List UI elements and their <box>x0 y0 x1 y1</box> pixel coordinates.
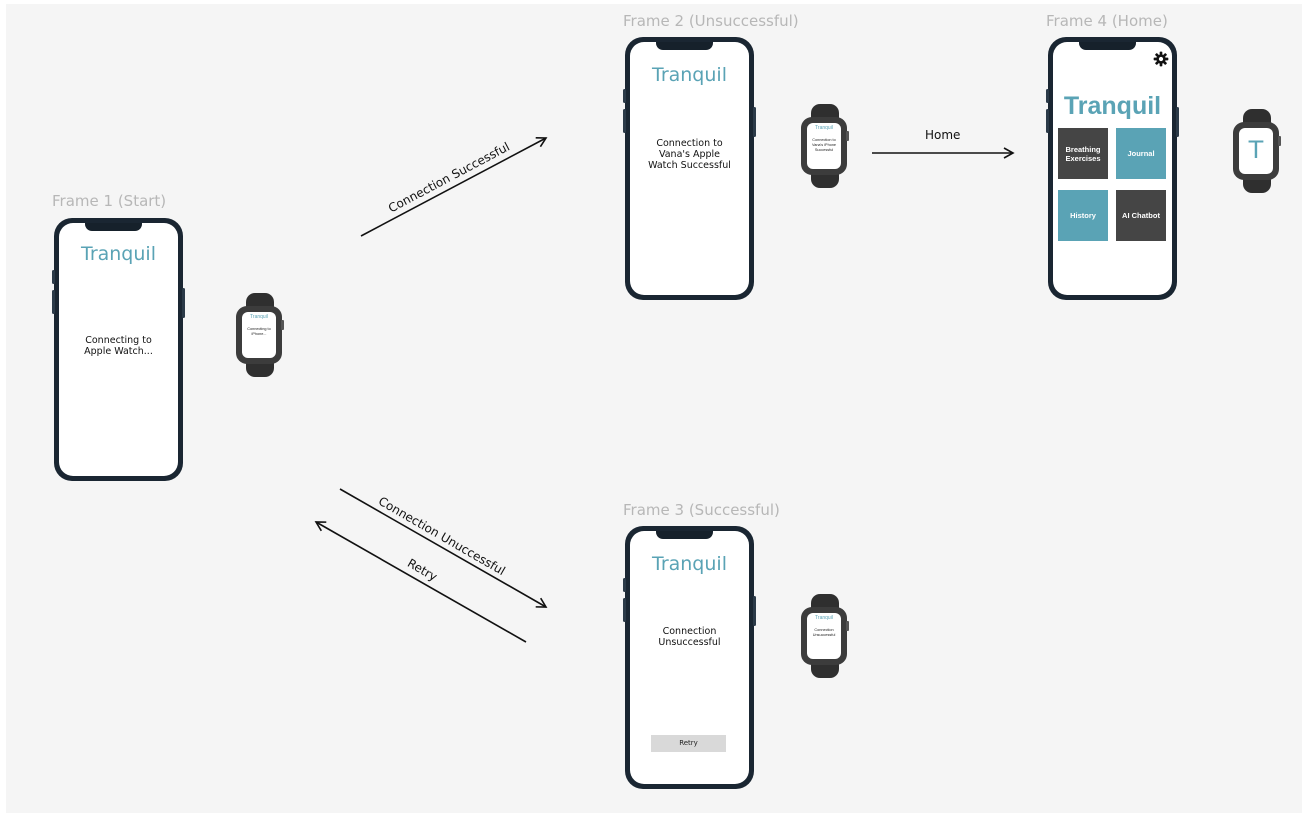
phone-notch <box>1079 42 1136 50</box>
frame-1-phone: Tranquil Connecting to Apple Watch... <box>52 218 185 481</box>
frame-2-watch: Tranquil Connection to Vana's iPhone Suc… <box>801 104 849 188</box>
frame-2-label: Frame 2 (Unsuccessful) <box>623 12 799 30</box>
phone-side-button <box>753 107 756 137</box>
phone-side-button <box>1046 109 1049 133</box>
watch-screen: Tranquil Connection Unsuccessful <box>807 613 841 659</box>
frame-2-phone: Tranquil Connection to Vana's Apple Watc… <box>623 37 756 300</box>
phone-side-button <box>623 598 626 622</box>
watch-status-text: Connection Unsuccessful <box>812 628 836 637</box>
phone-side-button <box>623 89 626 103</box>
watch-app-title: Tranquil <box>250 314 268 320</box>
phone-screen: Tranquil Connection Unsuccessful Retry <box>630 531 749 784</box>
watch-crown <box>846 131 849 141</box>
watch-app-title: Tranquil <box>815 615 833 621</box>
flow-arrows <box>314 136 1015 643</box>
watch-app-title: Tranquil <box>815 125 833 131</box>
frame-1-watch: Tranquil Connecting to iPhone... <box>236 293 284 377</box>
ai-chatbot-tile[interactable]: AI Chatbot <box>1116 190 1166 241</box>
frame-4-label: Frame 4 (Home) <box>1046 12 1168 30</box>
frame-3-label: Frame 3 (Successful) <box>623 501 780 519</box>
phone-notch <box>656 42 713 50</box>
phone-side-button <box>623 578 626 592</box>
frame-4-phone: Tranquil Breathing Exercises Journal His… <box>1046 37 1179 300</box>
phone-notch <box>85 223 142 231</box>
frame-3-watch: Tranquil Connection Unsuccessful <box>801 594 849 678</box>
phone-screen: Tranquil Breathing Exercises Journal His… <box>1053 42 1172 295</box>
app-title: Tranquil <box>652 64 727 86</box>
phone-side-button <box>1176 107 1179 137</box>
journal-tile[interactable]: Journal <box>1116 128 1166 179</box>
history-tile[interactable]: History <box>1058 190 1108 241</box>
connection-status-text: Connection Unsuccessful <box>658 626 721 648</box>
watch-crown <box>846 621 849 631</box>
phone-side-button <box>623 109 626 133</box>
watch-status-text: Connection to Vana's iPhone Successful <box>811 138 837 152</box>
prototype-canvas: Connection Successful Home Connection Un… <box>6 4 1302 813</box>
arrow-retry <box>314 521 527 643</box>
retry-button[interactable]: Retry <box>651 735 726 752</box>
arrow-connection-successful <box>360 136 548 237</box>
phone-side-button <box>1046 89 1049 103</box>
phone-notch <box>656 531 713 539</box>
watch-crown <box>281 320 284 330</box>
phone-side-button <box>52 290 55 314</box>
phone-side-button <box>52 270 55 284</box>
arrow-connection-unsuccessful <box>339 488 548 608</box>
watch-crown <box>1278 136 1281 146</box>
home-title: Tranquil <box>1063 92 1162 120</box>
watch-screen: T <box>1239 128 1273 174</box>
phone-side-button <box>182 288 185 318</box>
breathing-exercises-tile[interactable]: Breathing Exercises <box>1058 128 1108 179</box>
frame-3-phone: Tranquil Connection Unsuccessful Retry <box>623 526 756 789</box>
watch-screen: Tranquil Connecting to iPhone... <box>242 312 276 358</box>
frame-4-watch: T <box>1233 109 1281 193</box>
phone-screen: Tranquil Connecting to Apple Watch... <box>59 223 178 476</box>
watch-status-text: Connecting to iPhone... <box>247 327 271 336</box>
app-title: Tranquil <box>652 553 727 575</box>
phone-screen: Tranquil Connection to Vana's Apple Watc… <box>630 42 749 295</box>
label-home: Home <box>925 128 961 142</box>
phone-side-button <box>753 596 756 626</box>
connection-status-text: Connecting to Apple Watch... <box>84 335 153 357</box>
watch-logo: T <box>1248 136 1264 164</box>
watch-screen: Tranquil Connection to Vana's iPhone Suc… <box>807 123 841 169</box>
app-title: Tranquil <box>81 243 156 265</box>
connection-status-text: Connection to Vana's Apple Watch Success… <box>648 138 731 171</box>
frame-1-label: Frame 1 (Start) <box>52 192 167 210</box>
gear-icon[interactable] <box>1153 51 1169 67</box>
